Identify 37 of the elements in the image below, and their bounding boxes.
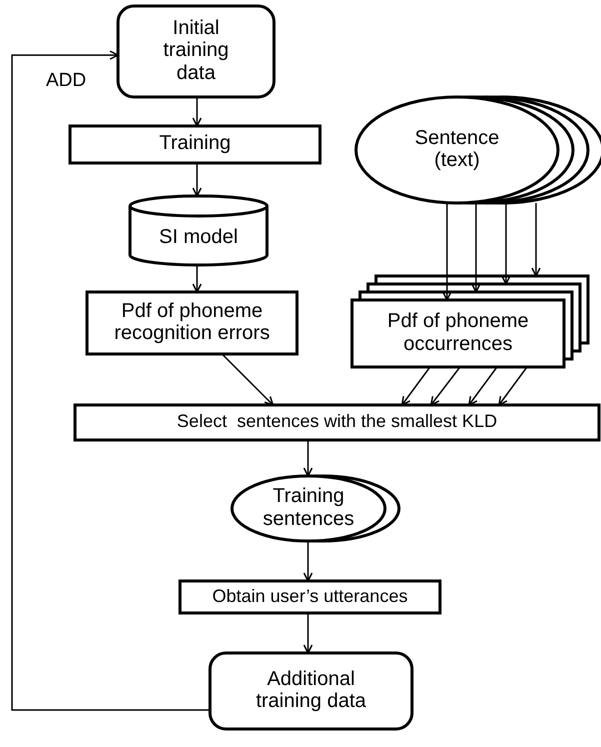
arrow (531, 203, 541, 277)
node-label: Initial training data (162, 16, 230, 86)
node-label: Training sentences (262, 484, 356, 532)
arrow (303, 440, 313, 477)
arrow (442, 203, 452, 301)
database-cylinder (130, 196, 267, 265)
document-stack (352, 276, 588, 367)
arrow (468, 366, 498, 406)
arrow (430, 366, 461, 406)
arrow (11, 50, 210, 711)
edge-label: ADD (46, 70, 86, 92)
arrow (192, 265, 202, 293)
node-label: Additional training data (254, 666, 368, 714)
arrow (192, 163, 202, 197)
arrow (192, 97, 202, 127)
process-box (180, 581, 440, 613)
rounded-box (210, 653, 412, 729)
arrow (401, 366, 431, 406)
ellipse-stack (356, 97, 601, 203)
node-label: Pdf of phoneme recognition errors (113, 298, 271, 346)
rounded-box (118, 6, 274, 97)
node-label: Select sentences with the smallest KLD (176, 410, 498, 434)
node-label: Pdf of phoneme occurrences (386, 309, 530, 356)
node-label: Sentence (text) (414, 126, 500, 173)
arrow (221, 353, 274, 406)
process-box (70, 126, 320, 163)
arrow (471, 203, 481, 293)
arrow (498, 366, 528, 406)
node-label: Training (158, 131, 232, 156)
arrow (303, 541, 313, 582)
arrow (501, 203, 511, 285)
node-label: Obtain user’s utterances (211, 584, 409, 608)
process-box (75, 405, 599, 440)
ellipse-stack (232, 476, 399, 541)
process-box (87, 292, 297, 354)
arrow (303, 613, 313, 654)
node-label: SI model (158, 225, 239, 250)
